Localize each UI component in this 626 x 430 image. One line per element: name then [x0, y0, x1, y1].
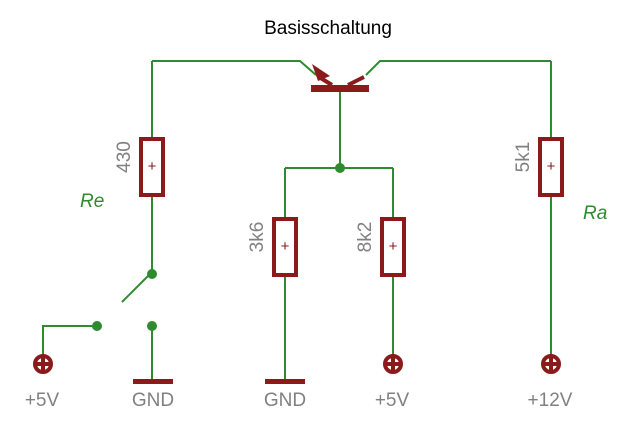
schematic-title: Basisschaltung — [264, 18, 392, 39]
resistor-430-value: 430 — [114, 141, 135, 173]
wires — [42, 60, 552, 380]
resistor-430: + 430 — [114, 137, 165, 197]
supply-bias-5v-label: +5V — [375, 390, 410, 411]
supply-left-5v-circle — [33, 354, 53, 374]
ground-bias: GND — [264, 379, 306, 411]
resistor-430-body — [139, 137, 165, 197]
resistor-8k2-symbol: + — [389, 238, 398, 255]
label-re: Re — [80, 191, 104, 212]
switch-lever — [121, 273, 151, 303]
supply-collector-12v-label: +12V — [528, 390, 573, 411]
switch-contact-gnd-dot — [147, 321, 157, 331]
resistor-3k6-body — [272, 217, 298, 277]
resistor-3k6: + 3k6 — [247, 217, 298, 277]
resistor-5k1-value: 5k1 — [513, 142, 534, 173]
wire-switch-5v — [42, 325, 97, 356]
supply-bias-5v: +5V — [375, 354, 410, 411]
resistor-8k2-body — [380, 217, 406, 277]
label-ra: Ra — [583, 203, 607, 224]
ground-switch-label: GND — [132, 390, 174, 411]
transistor-arrow — [312, 64, 330, 81]
resistor-5k1-symbol: + — [547, 158, 556, 175]
supply-left-5v-cross — [37, 358, 49, 370]
resistor-5k1: + 5k1 — [513, 137, 564, 197]
resistor-3k6-symbol: + — [281, 238, 290, 255]
ground-switch: GND — [132, 379, 174, 411]
supply-bias-5v-cross — [387, 358, 399, 370]
supply-collector-12v-circle — [541, 354, 561, 374]
transistor-base-bar — [311, 85, 369, 92]
junction-dot-base — [335, 163, 345, 173]
ground-switch-bar — [133, 379, 173, 384]
supply-collector-12v-cross — [545, 358, 557, 370]
resistor-8k2: + 8k2 — [355, 217, 406, 277]
resistor-5k1-body — [538, 137, 564, 197]
ground-bias-label: GND — [264, 390, 306, 411]
wire-emitter — [152, 60, 317, 76]
ground-bias-bar — [265, 379, 305, 384]
transistor-pnp — [311, 64, 369, 92]
resistor-3k6-value: 3k6 — [247, 222, 268, 253]
switch-contact-5v-dot — [92, 321, 102, 331]
switch-pivot-dot — [147, 269, 157, 279]
transistor-collector-leg — [347, 75, 365, 87]
resistor-430-symbol: + — [148, 158, 157, 175]
resistor-8k2-value: 8k2 — [355, 222, 376, 253]
supply-collector-12v: +12V — [528, 354, 573, 411]
supply-left-5v-label: +5V — [25, 390, 60, 411]
supply-bias-5v-circle — [383, 354, 403, 374]
wire-collector — [365, 60, 551, 76]
supply-left-5v: +5V — [25, 354, 60, 411]
